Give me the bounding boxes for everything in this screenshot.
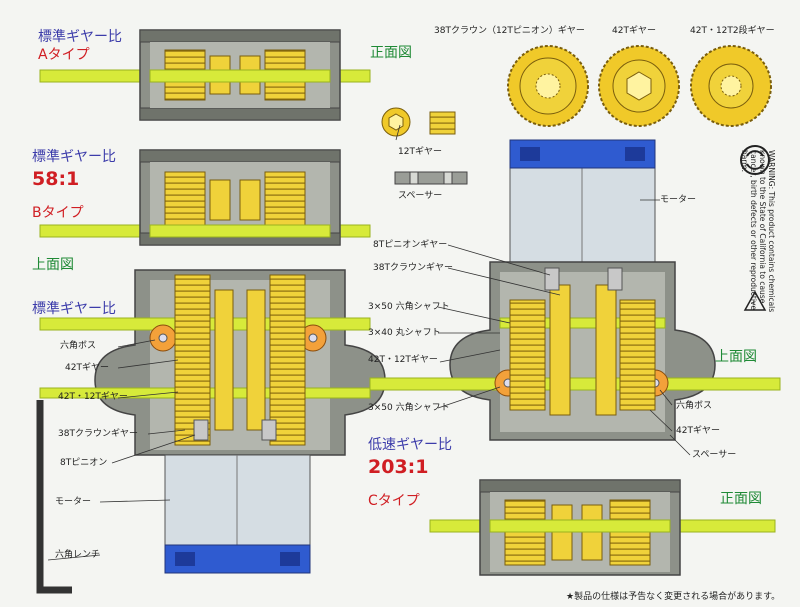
label-42t-gear-top: 42Tギヤー — [612, 26, 656, 36]
california-warning: WARNING: This product contains chemicals… — [740, 150, 776, 313]
label-8t-pinion-left: 8Tピニオン — [60, 458, 108, 468]
type-b-ratio-title: 標準ギヤー比 — [32, 149, 116, 165]
type-b-front-view — [39, 149, 371, 246]
type-a-label: Aタイプ — [38, 47, 90, 63]
label-hex-boss-left: 六角ボス — [60, 341, 97, 351]
front-view-label-bottom: 正面図 — [720, 491, 762, 507]
top-view-label-left: 上面図 — [32, 257, 74, 273]
warning-icon — [743, 290, 767, 311]
label-spacer-top: スペーサー — [398, 191, 443, 201]
label-38t-crown-right: 38Tクラウンギヤー — [373, 263, 453, 273]
type-a-front-view — [39, 29, 371, 121]
svg-text:!: ! — [752, 300, 756, 310]
type-b-label: Bタイプ — [32, 205, 84, 221]
label-spacer-right: スペーサー — [692, 450, 737, 460]
type-c-front-view — [429, 479, 776, 576]
label-42t-gear-right: 42Tギヤー — [676, 426, 720, 436]
gear — [269, 274, 306, 446]
gear — [264, 171, 306, 228]
label-42t-12t-gear-left: 42T・12Tギヤー — [58, 392, 128, 402]
label-42t-gear-left: 42Tギヤー — [65, 363, 109, 373]
label-3x40-round-shaft: 3×40 丸シャフト — [368, 328, 441, 338]
recycle-icon — [740, 145, 770, 175]
gear-parts — [381, 45, 772, 185]
type-c-label: Cタイプ — [368, 493, 420, 509]
gear — [164, 171, 206, 228]
label-motor-left: モーター — [55, 497, 92, 507]
label-hex-boss-right: 六角ボス — [676, 401, 713, 411]
label-12t-gear: 12Tギヤー — [398, 147, 442, 157]
gear — [619, 299, 656, 411]
low-speed-ratio-value: 203:1 — [368, 456, 429, 478]
gear — [509, 299, 546, 411]
front-view-label-top: 正面図 — [370, 45, 412, 61]
type-a-ratio-title: 標準ギヤー比 — [38, 29, 122, 45]
label-38t-crown-left: 38Tクラウンギヤー — [58, 429, 138, 439]
label-3x50-hex-shaft: 3×50 六角シャフト — [368, 302, 450, 312]
label-8t-pinion-gear: 8Tピニオンギヤー — [373, 240, 448, 250]
label-3x50-hex-shaft-2: 3×50 六角シャフト — [368, 403, 450, 413]
spacer — [394, 171, 468, 185]
spec-change-note: ★製品の仕様は予告なく変更される場合があります。 — [566, 592, 781, 602]
low-speed-top-view — [369, 139, 781, 441]
label-hex-wrench: 六角レンチ — [55, 550, 101, 560]
hex-wrench — [36, 400, 72, 594]
low-speed-ratio-title: 低速ギヤー比 — [368, 437, 452, 453]
shaft — [369, 377, 781, 391]
type-b-ratio-value: 58:1 — [32, 168, 80, 190]
standard-ratio-title: 標準ギヤー比 — [32, 301, 116, 317]
gear-12t-side — [429, 111, 456, 135]
standard-top-view — [39, 269, 386, 574]
top-view-label-right: 上面図 — [715, 349, 757, 365]
label-38t-crown-12t-pinion: 38Tクラウン（12Tピニオン）ギヤー — [434, 26, 585, 36]
label-42t-12t-double: 42T・12T2段ギヤー — [690, 26, 775, 36]
label-motor-right: モーター — [660, 195, 697, 205]
label-42t-12t-gear-right: 42T・12Tギヤー — [368, 355, 438, 365]
leader-lines — [47, 124, 691, 561]
